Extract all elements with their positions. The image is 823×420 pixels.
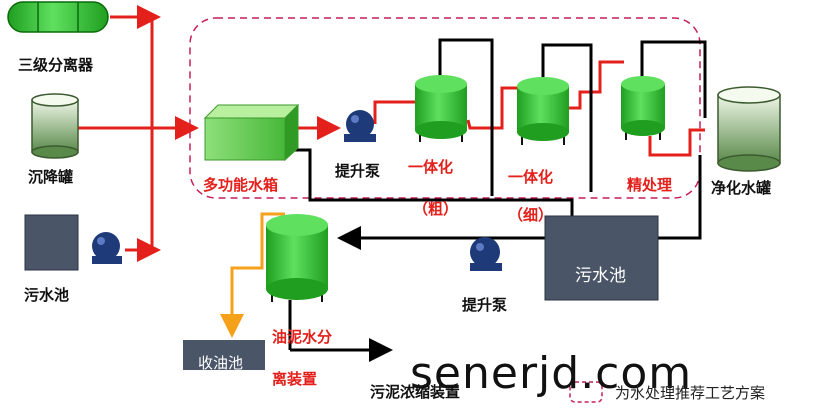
orange-pipe	[220, 212, 285, 338]
integrated-2-label: 一体化	[508, 168, 554, 186]
multifunction-tank-label: 多功能水箱	[203, 176, 279, 194]
integrated-1-label: 一体化	[408, 158, 454, 176]
pump-top-icon	[344, 110, 376, 142]
coarse-label: （粗）	[413, 200, 459, 218]
oil-sludge-separator	[266, 214, 328, 302]
lift-pump-top-label: 提升泵	[335, 162, 381, 180]
pump-bottom-icon	[470, 237, 502, 271]
pump-left-icon	[92, 232, 122, 264]
multifunction-tank	[203, 103, 300, 162]
fine-label: （细）	[508, 206, 554, 224]
oil-collection-pool	[183, 340, 265, 370]
integrated-vessel-1	[415, 75, 467, 142]
separator-label: 三级分离器	[18, 56, 94, 74]
integrated-vessel-2	[517, 77, 569, 145]
sewage-pool-main	[544, 215, 659, 301]
red-pipes	[78, 5, 705, 262]
oil-collection-label: 收油池	[198, 354, 244, 372]
sewage-pool-left-label: 污水池	[24, 286, 70, 304]
sludge-thickener-label: 污泥浓缩装置	[370, 383, 461, 401]
watermark: senerjd.com	[410, 348, 693, 399]
black-pipes	[285, 38, 707, 362]
sewage-pool-left	[24, 214, 79, 271]
clean-tank-label: 净化水罐	[711, 179, 772, 197]
legend-swatch	[569, 381, 603, 403]
lift-pump-bottom-label: 提升泵	[462, 296, 508, 314]
fine-treatment-label: 精处理	[627, 176, 673, 194]
fine-treatment-vessel	[621, 76, 665, 140]
legend-text: 为水处理推荐工艺方案	[615, 384, 766, 402]
oil-sludge-label-1: 油泥水分	[272, 328, 333, 346]
oil-sludge-label-2: 离装置	[272, 370, 318, 388]
recommended-boundary	[189, 17, 701, 199]
clean-water-tank	[717, 86, 781, 172]
settling-tank	[31, 93, 79, 159]
three-phase-separator	[7, 1, 109, 33]
sewage-pool-main-label: 污水池	[575, 266, 626, 286]
settling-tank-label: 沉降罐	[28, 168, 74, 186]
